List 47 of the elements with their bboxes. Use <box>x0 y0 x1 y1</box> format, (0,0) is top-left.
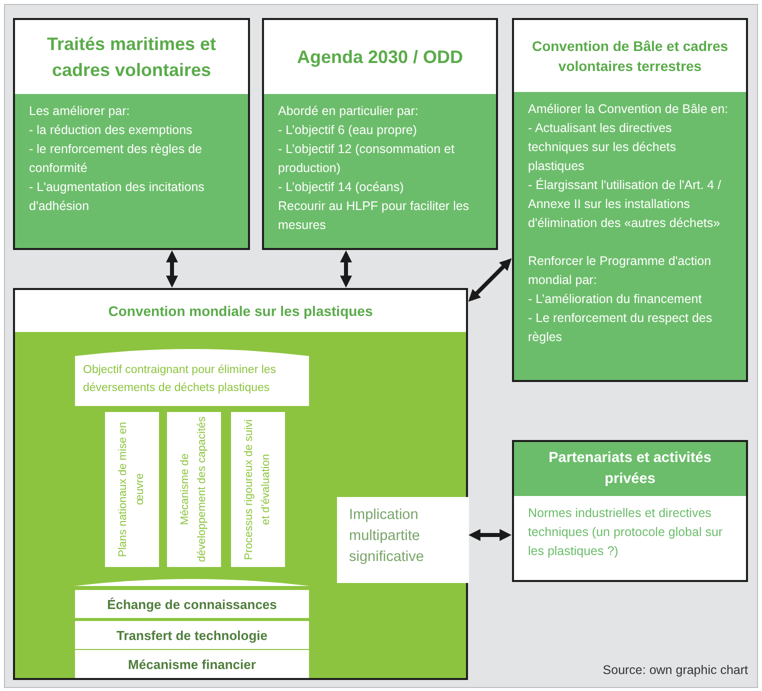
body-text: - la réduction des exemptions <box>29 122 194 139</box>
box-heading: Traités maritimes et cadres volontaires <box>46 32 218 82</box>
text-box <box>512 440 748 582</box>
box-heading: Convention de Bâle et cadres volontaires terrestres <box>530 36 730 76</box>
text-box <box>512 18 748 382</box>
body-text: - Élargissant l'utilisation de l'Art. 4 / Annexe II sur les installations d'élimination des «autres déchets» <box>528 177 722 232</box>
box-heading: Agenda 2030 / ODD <box>296 46 464 69</box>
foundation-text: Échange de connaissances <box>107 596 277 612</box>
emphasis-text: Implication multipartite significative <box>349 506 425 567</box>
body-text: - Actualisant les directives techniques sur les déchets plastiques <box>528 120 678 175</box>
pillar-box <box>231 412 285 567</box>
body-text: Normes industrielles et directives techniques (un protocole global sur les plastiques ?) <box>528 505 724 560</box>
pillar-box <box>167 412 221 567</box>
foundation-bar <box>75 650 309 678</box>
foundation-text: Transfert de technologie <box>116 628 268 642</box>
body-text: - L’amélioration du financement <box>528 291 703 308</box>
body-text: - Le renforcement du respect des règles <box>528 310 714 346</box>
pillar-text: Plans nationaux de mise en œuvre <box>116 420 147 560</box>
pillar-text: Processus rigoureux de suivi et d’évaluation <box>242 418 273 562</box>
body-text: Abordé en particulier par: <box>278 103 420 120</box>
body-text: - le renforcement des règles de conformité <box>29 141 204 177</box>
pediment-text: Objectif contraignant pour éliminer les déversements de déchets plastiques <box>83 363 278 396</box>
body-text: - L’objectif 12 (consommation et production) <box>278 141 456 177</box>
pillar-box <box>105 412 159 567</box>
body-text: Les améliorer par: <box>29 103 131 120</box>
body-text: Améliorer la Convention de Bâle en: <box>528 101 730 118</box>
source-note: Source: own graphic chart <box>602 663 748 677</box>
double-arrow <box>340 250 352 288</box>
double-arrow <box>468 529 512 541</box>
text-box <box>262 18 498 250</box>
foundation-bar <box>75 621 309 649</box>
body-text: Recourir au HLPF pour faciliter les mesures <box>278 198 470 234</box>
pillar-text: Mécanisme de développement des capacités <box>178 416 209 563</box>
box-heading: Partenariats et activités privées <box>548 448 712 489</box>
convention-panel <box>13 288 468 680</box>
text-box <box>337 497 469 583</box>
foundation-bar <box>75 590 309 618</box>
body-text: - L’objectif 6 (eau propre) <box>278 122 418 139</box>
double-arrow <box>468 258 512 302</box>
body-text: Renforcer le Programme d'action mondial par: <box>528 253 712 289</box>
body-text: - L'augmentation des incitations d'adhésion <box>29 179 206 215</box>
double-arrow <box>166 250 178 288</box>
body-text: - L’objectif 14 (océans) <box>278 179 405 196</box>
foundation-text: Mécanisme financier <box>128 656 256 672</box>
box-heading: Convention mondiale sur les plastiques <box>108 302 373 321</box>
pediment-box <box>75 348 309 406</box>
text-box <box>13 18 250 250</box>
